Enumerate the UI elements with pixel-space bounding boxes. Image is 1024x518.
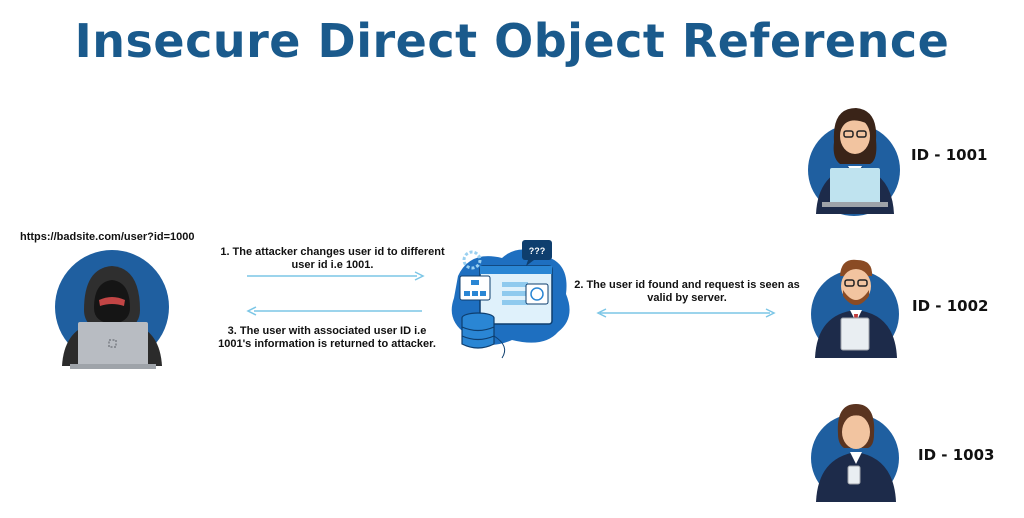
user-id-1002: ID - 1002 [912, 297, 989, 315]
step-3-text: 3. The user with associated user ID i.e … [218, 325, 436, 350]
arrow-request [245, 271, 425, 281]
user-avatar-1003 [808, 400, 902, 506]
step-2-text: 2. The user id found and request is seen… [574, 279, 800, 304]
arrow-response [246, 306, 426, 316]
arrow-server-user [596, 308, 776, 318]
user-avatar-1002 [807, 256, 903, 362]
server-illustration: ??? [440, 236, 580, 366]
attacker-url: https://badsite.com/user?id=1000 [20, 231, 195, 243]
step-1-text: 1. The attacker changes user id to diffe… [220, 246, 445, 271]
attacker-figure [50, 248, 175, 373]
diagram-title: Insecure Direct Object Reference [74, 14, 950, 68]
user-avatar-1001 [806, 102, 902, 220]
user-id-1001: ID - 1001 [911, 146, 988, 164]
user-id-1003: ID - 1003 [918, 446, 995, 464]
speech-bubble-text: ??? [529, 246, 546, 256]
